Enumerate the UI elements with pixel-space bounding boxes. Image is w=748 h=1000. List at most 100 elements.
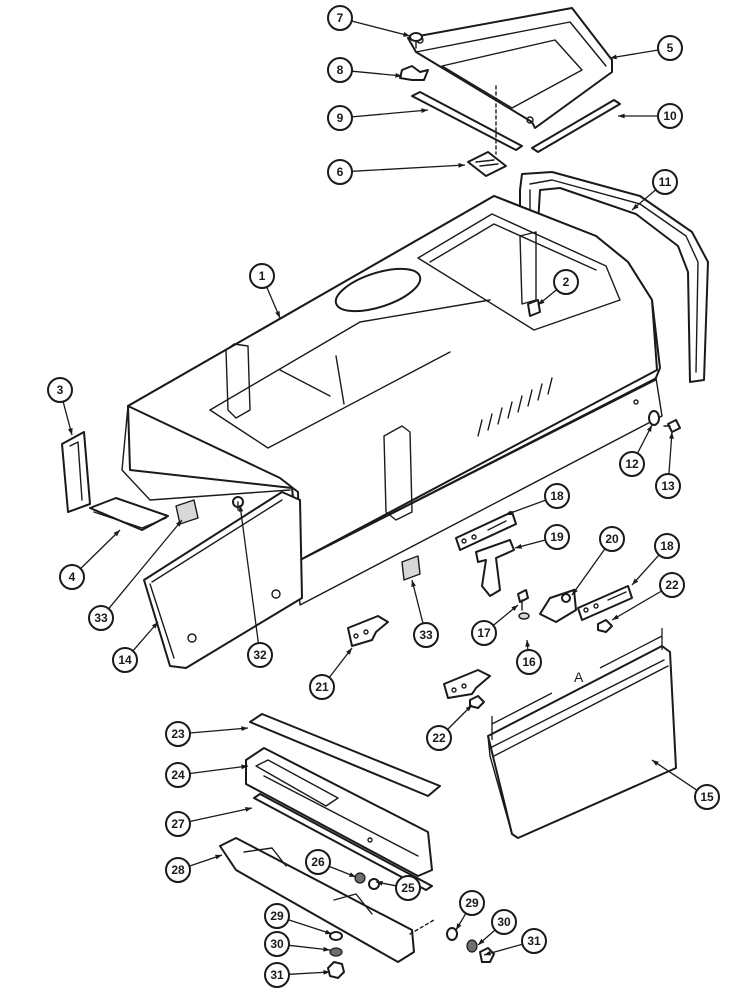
callout-arrowhead bbox=[238, 505, 244, 512]
callout-ring bbox=[654, 533, 680, 559]
callout-ring bbox=[471, 620, 497, 646]
part-25-washer bbox=[368, 878, 380, 890]
callout-leader bbox=[411, 579, 424, 624]
callout-31: 31 bbox=[264, 962, 331, 988]
part-18-bracket-lower bbox=[577, 585, 633, 621]
callout-32: 32 bbox=[238, 504, 273, 668]
part-24-rail bbox=[245, 747, 433, 877]
callout-number: 30 bbox=[497, 915, 511, 929]
callout-number: 28 bbox=[171, 863, 185, 877]
part-19-hinge bbox=[475, 539, 515, 597]
callout-30: 30 bbox=[264, 931, 331, 957]
callout-arrowhead bbox=[68, 428, 73, 435]
callout-arrowhead bbox=[478, 938, 485, 945]
callout-number: 13 bbox=[661, 479, 675, 493]
callout-14: 14 bbox=[112, 621, 159, 673]
callout-arrowhead bbox=[515, 544, 522, 549]
callout-ring bbox=[619, 451, 645, 477]
callout-number: 2 bbox=[563, 275, 570, 289]
dimension-a: A bbox=[491, 628, 663, 740]
callout-number: 33 bbox=[94, 611, 108, 625]
callout-11: 11 bbox=[631, 169, 678, 211]
part-22-nut-right bbox=[597, 619, 613, 633]
callout-ring bbox=[47, 377, 73, 403]
callout-number: 18 bbox=[660, 539, 674, 553]
callout-arrowhead bbox=[525, 640, 530, 647]
callout-arrowhead bbox=[646, 425, 652, 432]
callout-7: 7 bbox=[327, 5, 411, 37]
callout-number: 11 bbox=[659, 175, 672, 189]
callout-arrowhead bbox=[538, 299, 545, 305]
callout-arrowhead bbox=[395, 73, 402, 78]
part-6-decal bbox=[467, 85, 507, 177]
callout-ring bbox=[249, 263, 275, 289]
callout-arrowhead bbox=[323, 970, 330, 975]
callout-19: 19 bbox=[514, 524, 570, 550]
part-1-hood bbox=[121, 195, 663, 606]
callout-6: 6 bbox=[327, 159, 466, 185]
callout-ring bbox=[657, 103, 683, 129]
callout-arrowhead bbox=[505, 510, 512, 515]
callout-ring bbox=[652, 169, 678, 195]
callout-ring bbox=[305, 849, 331, 875]
callout-ring bbox=[544, 524, 570, 550]
callout-number: 16 bbox=[522, 655, 536, 669]
callout-arrowhead bbox=[411, 580, 416, 587]
callout-number: 22 bbox=[432, 731, 446, 745]
callout-ring bbox=[165, 811, 191, 837]
callout-number: 26 bbox=[311, 855, 325, 869]
callout-number: 1 bbox=[259, 269, 266, 283]
callout-25: 25 bbox=[375, 875, 421, 901]
callout-ring bbox=[165, 857, 191, 883]
part-21-bracket-lower bbox=[443, 669, 491, 699]
callout-26: 26 bbox=[305, 849, 357, 878]
callout-arrowhead bbox=[376, 880, 383, 886]
callout-arrowhead bbox=[215, 854, 222, 860]
callout-arrowhead bbox=[632, 578, 639, 585]
callout-number: 14 bbox=[118, 653, 132, 667]
callout-leader bbox=[351, 109, 429, 118]
part-4-strip bbox=[89, 497, 169, 531]
callout-ring bbox=[426, 725, 452, 751]
callout-leader bbox=[668, 431, 673, 475]
callout-leader bbox=[108, 519, 183, 610]
part-8-wing-nut bbox=[399, 65, 429, 81]
callout-arrowhead bbox=[618, 113, 625, 119]
callout-13: 13 bbox=[655, 431, 681, 499]
callout-ring bbox=[521, 928, 547, 954]
callout-ring bbox=[491, 909, 517, 935]
callout-arrowhead bbox=[612, 614, 619, 620]
callout-number: 30 bbox=[270, 937, 284, 951]
callout-number: 7 bbox=[337, 11, 344, 25]
callout-27: 27 bbox=[165, 807, 253, 837]
callout-ring bbox=[327, 57, 353, 83]
callout-arrowhead bbox=[275, 311, 280, 318]
callout-leader bbox=[504, 499, 546, 516]
part-23-strip bbox=[249, 713, 441, 797]
part-17-bolt bbox=[517, 589, 529, 611]
part-29-washer-right bbox=[446, 927, 458, 941]
callout-8: 8 bbox=[327, 57, 403, 83]
callout-29: 29 bbox=[455, 890, 485, 931]
callout-leader bbox=[571, 548, 606, 596]
callout-number: 17 bbox=[477, 626, 491, 640]
callout-arrowhead bbox=[403, 32, 410, 37]
callout-arrowhead bbox=[511, 605, 518, 611]
callout-33: 33 bbox=[88, 519, 183, 631]
callout-24: 24 bbox=[165, 762, 249, 788]
callout-arrowhead bbox=[484, 950, 491, 956]
part-26-nut bbox=[354, 872, 366, 884]
callout-ring bbox=[327, 5, 353, 31]
callout-leader bbox=[288, 919, 333, 935]
callout-arrowhead bbox=[572, 588, 578, 595]
part-10-seal bbox=[531, 99, 621, 153]
callout-3: 3 bbox=[47, 377, 73, 436]
callout-9: 9 bbox=[327, 105, 429, 131]
callout-leader bbox=[80, 529, 121, 570]
callout-33: 33 bbox=[411, 579, 439, 648]
callout-10: 10 bbox=[618, 103, 683, 129]
callout-ring bbox=[88, 605, 114, 631]
part-29-washer-left bbox=[329, 931, 343, 941]
part-7-screw bbox=[409, 32, 423, 49]
